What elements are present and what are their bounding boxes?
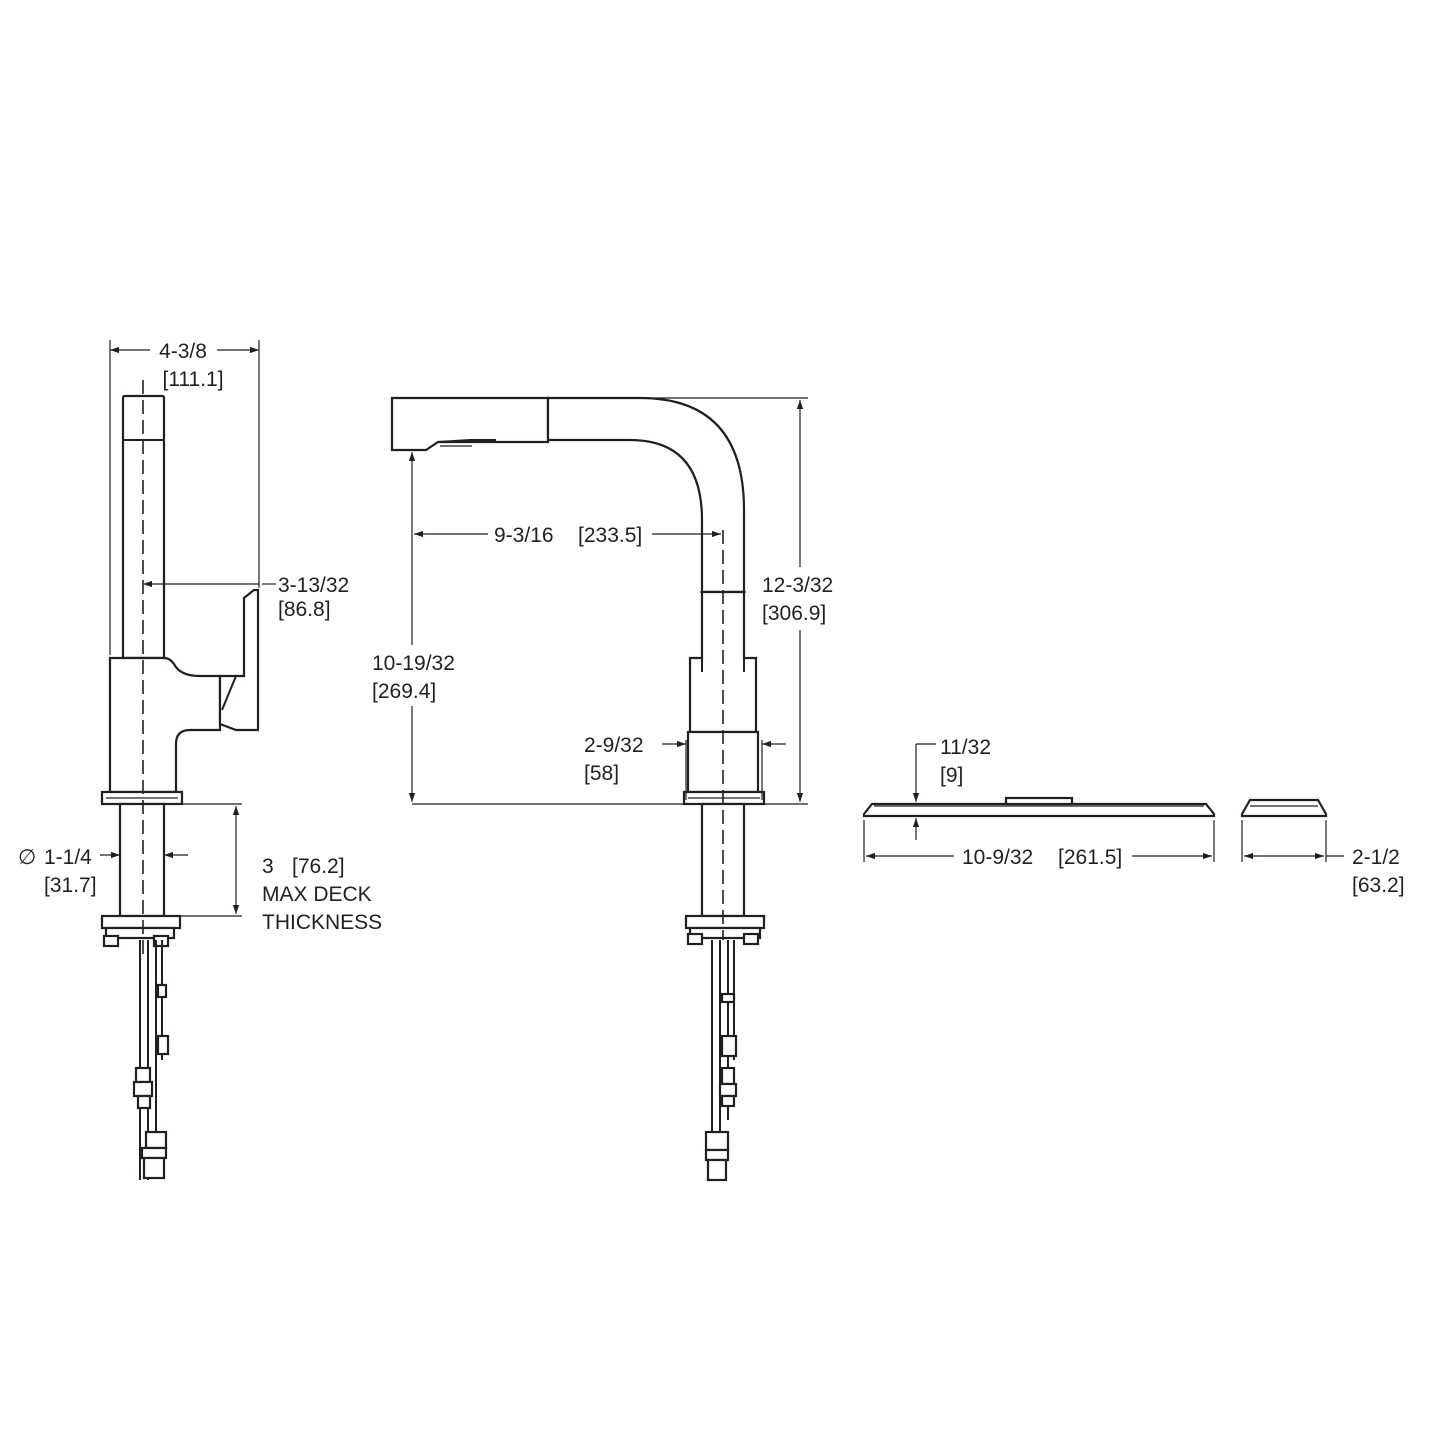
deck-thickness-imperial: 3 (262, 855, 274, 878)
side-mount-nut (104, 926, 176, 940)
side-shank-imperial: 1-1/4 (44, 846, 92, 869)
escutcheon-body (1240, 798, 1328, 818)
deck-thickness-line1: MAX DECK (262, 883, 372, 906)
base-diameter-imperial: 2-9/32 (584, 734, 644, 757)
front-fitting-3 (706, 1158, 728, 1182)
front-connector-1 (720, 1066, 736, 1086)
side-clip-1 (156, 983, 168, 999)
front-connector-2 (718, 1082, 738, 1098)
side-handle-imperial: 3-13/32 (278, 574, 349, 597)
front-mount-screw-right (742, 932, 760, 946)
side-mount-plate (100, 914, 182, 930)
side-connector-3 (136, 1094, 152, 1110)
side-view: 4-3/8 [111.1] 3-13/32 [86.8] ∅ 1-1/4 [31… (18, 340, 382, 1180)
spout-height-imperial: 10-19/32 (372, 652, 455, 675)
side-handle-lever (218, 588, 260, 732)
side-handle-metric: [86.8] (278, 598, 331, 621)
deck-plate-thickness-imperial: 11/32 (940, 736, 991, 759)
side-connector-2 (132, 1080, 154, 1098)
front-clip-1 (720, 992, 736, 1004)
front-spray-face (437, 439, 496, 443)
side-shank (118, 802, 166, 918)
deck-plate-body (862, 802, 1216, 818)
side-width-imperial: 4-3/8 (159, 340, 207, 363)
side-clip-2 (156, 1034, 170, 1056)
spout-height-metric: [269.4] (372, 680, 436, 703)
side-fitting-1 (144, 1130, 168, 1150)
front-mount-plate (684, 914, 766, 930)
side-fitting-2 (140, 1146, 168, 1160)
side-shank-metric: [31.7] (44, 874, 97, 897)
overall-height-imperial: 12-3/32 (762, 574, 833, 597)
side-connector-1 (134, 1066, 152, 1084)
escutcheon-diameter-imperial: 2-1/2 (1352, 846, 1400, 869)
front-view: 12-3/32 [306.9] 10-19/32 [269.4] 9-3/16 … (372, 396, 833, 1182)
front-mount-screw-left (686, 932, 704, 946)
deck-plate-view: 11/32 [9] 10-9/32 [261.5] (862, 736, 1216, 869)
reach-metric: [233.5] (578, 524, 642, 547)
front-fitting-2 (704, 1148, 730, 1162)
deck-thickness-line2: THICKNESS (262, 911, 382, 934)
base-diameter-metric: [58] (584, 762, 619, 785)
deck-thickness-metric: [76.2] (292, 855, 345, 878)
deck-plate-length-metric: [261.5] (1058, 846, 1122, 869)
reach-imperial: 9-3/16 (494, 524, 554, 547)
front-fitting-1 (704, 1130, 730, 1152)
overall-height-metric: [306.9] (762, 602, 826, 625)
side-valve-body (108, 656, 222, 794)
deck-plate-length-imperial: 10-9/32 (962, 846, 1033, 869)
escutcheon-diameter-metric: [63.2] (1352, 874, 1405, 897)
side-width-metric: [111.1] (162, 368, 223, 391)
deck-plate-raised-boss (1004, 796, 1074, 806)
front-connector-3 (720, 1094, 736, 1108)
diameter-symbol: ∅ (18, 846, 36, 869)
front-clip-2 (720, 1034, 738, 1058)
front-spray-head (390, 396, 550, 452)
side-handle-shading (221, 675, 237, 711)
escutcheon-view: 2-1/2 [63.2] (1240, 798, 1405, 897)
front-arched-spout (546, 396, 746, 594)
deck-plate-thickness-metric: [9] (940, 764, 963, 787)
side-mount-screw-left (102, 934, 120, 948)
side-fitting-3 (142, 1156, 166, 1180)
